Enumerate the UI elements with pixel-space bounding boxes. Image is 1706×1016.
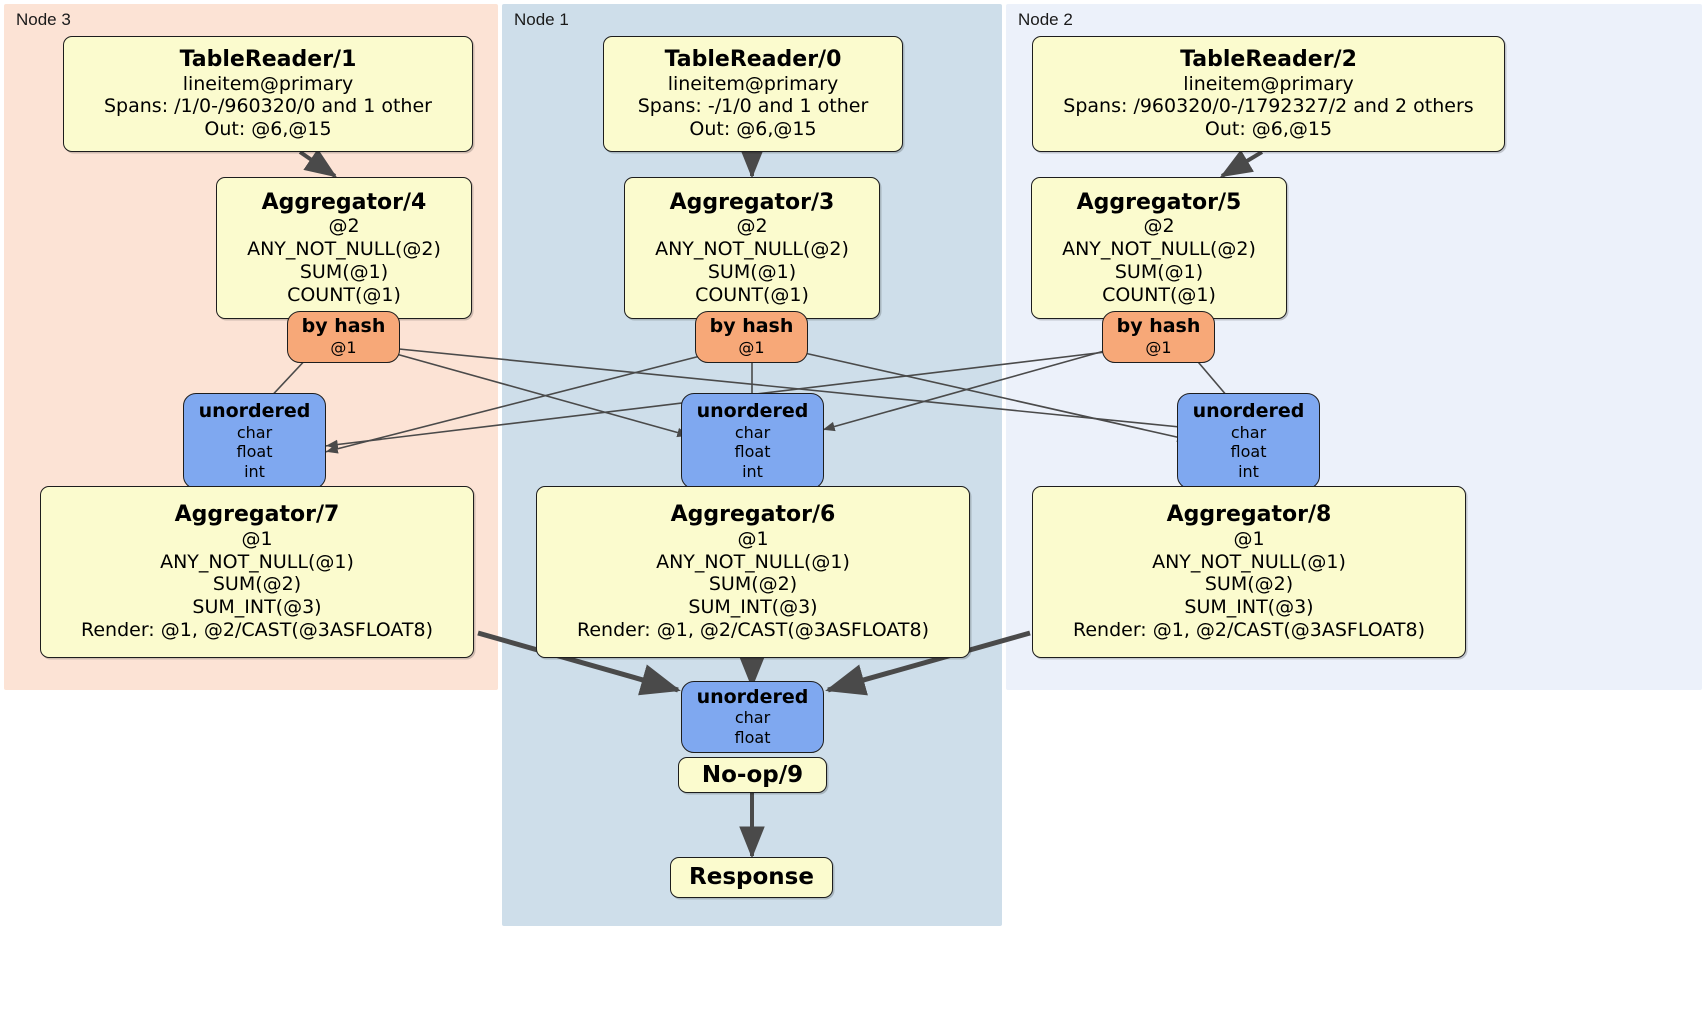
processor-title: TableReader/0 (664, 47, 842, 73)
processor-detail-line: @1 (1233, 527, 1265, 550)
input-synchronizer-unordered-right[interactable]: unordered char float int (1177, 393, 1320, 489)
router-detail-line: float (734, 727, 771, 747)
processor-table-reader-2[interactable]: TableReader/2 lineitem@primary Spans: /9… (1032, 36, 1505, 152)
processor-detail-line: @2 (328, 215, 360, 238)
input-synchronizer-unordered-final[interactable]: unordered char float (681, 681, 824, 753)
input-synchronizer-unordered-left[interactable]: unordered char float int (183, 393, 326, 489)
processor-title: TableReader/1 (179, 47, 357, 73)
node-lane-label-node1: Node 1 (514, 10, 569, 29)
node-lane-label-node2: Node 2 (1018, 10, 1073, 29)
processor-detail-line: SUM_INT(@3) (1184, 596, 1314, 619)
processor-title: Aggregator/3 (669, 189, 835, 215)
processor-title: Aggregator/6 (670, 502, 836, 528)
processor-detail-line: ANY_NOT_NULL(@1) (656, 550, 850, 573)
router-detail-line: char (734, 422, 771, 442)
processor-detail-line: ANY_NOT_NULL(@2) (247, 237, 441, 260)
router-title: unordered (696, 685, 809, 708)
router-detail-line: @1 (738, 338, 765, 358)
processor-aggregator-6[interactable]: Aggregator/6 @1 ANY_NOT_NULL(@1) SUM(@2)… (536, 486, 970, 658)
router-detail-line: int (1238, 461, 1259, 481)
node-lane-label-node3: Node 3 (16, 10, 71, 29)
processor-detail-line: SUM(@1) (299, 260, 389, 283)
processor-detail-line: lineitem@primary (1183, 72, 1354, 95)
processor-detail-line: Out: @6,@15 (689, 118, 817, 141)
processor-detail-line: Render: @1, @2/CAST(@3ASFLOAT8) (1073, 618, 1425, 641)
processor-detail-line: @1 (737, 527, 769, 550)
output-router-by-hash-right[interactable]: by hash @1 (1102, 311, 1215, 363)
processor-title: Aggregator/5 (1076, 189, 1242, 215)
processor-table-reader-0[interactable]: TableReader/0 lineitem@primary Spans: -/… (603, 36, 903, 152)
processor-detail-line: SUM(@1) (1114, 260, 1204, 283)
router-detail-line: @1 (1145, 338, 1172, 358)
processor-detail-line: lineitem@primary (182, 72, 354, 95)
processor-title: TableReader/2 (1180, 47, 1357, 73)
processor-detail-line: Render: @1, @2/CAST(@3ASFLOAT8) (81, 618, 433, 641)
router-detail-line: int (742, 461, 763, 481)
router-detail-line: float (236, 442, 273, 462)
router-title: unordered (1192, 399, 1305, 422)
processor-aggregator-7[interactable]: Aggregator/7 @1 ANY_NOT_NULL(@1) SUM(@2)… (40, 486, 474, 658)
processor-detail-line: Spans: -/1/0 and 1 other (637, 95, 869, 118)
processor-detail-line: Out: @6,@15 (1204, 118, 1333, 141)
router-title: unordered (696, 399, 809, 422)
processor-detail-line: SUM(@1) (707, 260, 797, 283)
output-router-by-hash-left[interactable]: by hash @1 (287, 311, 400, 363)
processor-detail-line: lineitem@primary (667, 72, 839, 95)
processor-detail-line: ANY_NOT_NULL(@2) (655, 237, 849, 260)
router-detail-line: char (1230, 422, 1267, 442)
processor-table-reader-1[interactable]: TableReader/1 lineitem@primary Spans: /1… (63, 36, 473, 152)
output-router-by-hash-mid[interactable]: by hash @1 (695, 311, 808, 363)
processor-detail-line: Out: @6,@15 (204, 118, 332, 141)
router-detail-line: @1 (330, 338, 357, 358)
processor-aggregator-8[interactable]: Aggregator/8 @1 ANY_NOT_NULL(@1) SUM(@2)… (1032, 486, 1466, 658)
processor-detail-line: Render: @1, @2/CAST(@3ASFLOAT8) (577, 618, 929, 641)
input-synchronizer-unordered-mid[interactable]: unordered char float int (681, 393, 824, 489)
processor-response[interactable]: Response (670, 857, 833, 898)
processor-detail-line: ANY_NOT_NULL(@1) (1152, 550, 1346, 573)
router-detail-line: float (1230, 442, 1267, 462)
processor-detail-line: SUM(@2) (212, 573, 302, 596)
processor-aggregator-3[interactable]: Aggregator/3 @2 ANY_NOT_NULL(@2) SUM(@1)… (624, 177, 880, 319)
processor-aggregator-5[interactable]: Aggregator/5 @2 ANY_NOT_NULL(@2) SUM(@1)… (1031, 177, 1287, 319)
processor-noop-9[interactable]: No-op/9 (678, 757, 827, 793)
router-detail-line: char (236, 422, 273, 442)
router-detail-line: float (734, 442, 771, 462)
processor-title: Aggregator/8 (1166, 502, 1332, 528)
processor-detail-line: @2 (736, 215, 768, 238)
processor-detail-line: Spans: /1/0-/960320/0 and 1 other (104, 95, 432, 118)
router-title: by hash (301, 315, 386, 338)
processor-detail-line: @1 (241, 527, 273, 550)
router-title: by hash (709, 315, 794, 338)
processor-title: Aggregator/7 (174, 502, 340, 528)
router-detail-line: char (734, 708, 771, 728)
processor-detail-line: Spans: /960320/0-/1792327/2 and 2 others (1063, 95, 1474, 118)
processor-title: Response (689, 864, 814, 891)
router-detail-line: int (244, 461, 265, 481)
processor-aggregator-4[interactable]: Aggregator/4 @2 ANY_NOT_NULL(@2) SUM(@1)… (216, 177, 472, 319)
router-title: unordered (198, 399, 311, 422)
processor-title: Aggregator/4 (261, 189, 427, 215)
processor-detail-line: COUNT(@1) (695, 283, 809, 306)
processor-detail-line: COUNT(@1) (287, 283, 401, 306)
processor-detail-line: ANY_NOT_NULL(@2) (1062, 237, 1256, 260)
processor-detail-line: ANY_NOT_NULL(@1) (160, 550, 354, 573)
processor-detail-line: SUM(@2) (1204, 573, 1294, 596)
processor-detail-line: COUNT(@1) (1102, 283, 1216, 306)
processor-detail-line: @2 (1143, 215, 1175, 238)
processor-detail-line: SUM_INT(@3) (688, 596, 818, 619)
processor-title: No-op/9 (701, 761, 804, 788)
processor-detail-line: SUM(@2) (708, 573, 798, 596)
router-title: by hash (1116, 315, 1201, 338)
processor-detail-line: SUM_INT(@3) (192, 596, 322, 619)
